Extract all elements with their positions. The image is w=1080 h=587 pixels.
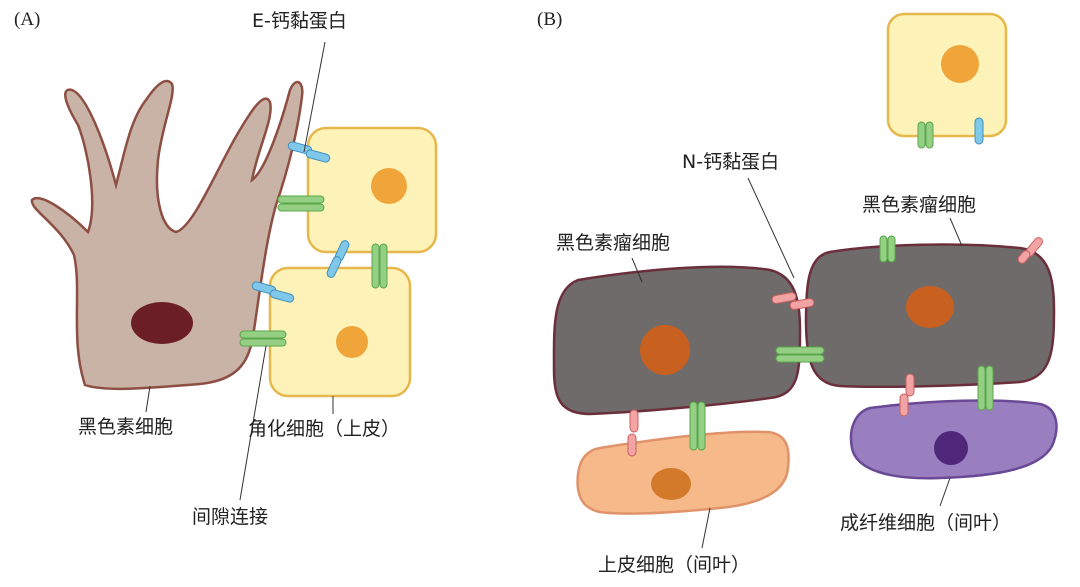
n-cadherin-junction-4 (1017, 237, 1043, 264)
gap-junction-b4 (689, 401, 706, 451)
n-cadherin-junction-1 (771, 292, 815, 310)
e-cadherin-junction-1 (287, 141, 331, 163)
melanoma-nucleus-left (640, 325, 690, 375)
gap-junction-b3 (775, 346, 825, 363)
melanocyte-cell (30, 79, 304, 391)
keratinocyte-nucleus-b (941, 45, 979, 83)
fibroblast-nucleus (934, 431, 968, 465)
n-cadherin-label: N-钙黏蛋白 (682, 151, 780, 173)
melanoma-left-label: 黑色素瘤细胞 (556, 232, 671, 254)
gap-junction-label: 间隙连接 (192, 506, 269, 528)
gap-junction-b1 (917, 121, 934, 149)
melanocyte-nucleus (131, 302, 193, 344)
epithelial-label: 上皮细胞（间叶） (598, 554, 751, 576)
gap-junction-3 (371, 243, 388, 289)
e-cadherin-junction-3 (326, 240, 350, 278)
leader-lines-b (631, 177, 963, 549)
gap-junction-2 (239, 330, 287, 347)
gap-junction-b5 (977, 365, 994, 411)
melanocyte-label: 黑色素细胞 (78, 416, 174, 438)
gap-junction-b2 (879, 235, 896, 263)
panel-a (30, 41, 438, 501)
panel-a-label: (A) (14, 9, 41, 30)
melanoma-nucleus-right (906, 286, 954, 328)
fibroblast-label: 成纤维细胞（间叶） (840, 512, 1012, 534)
gap-junction-1 (277, 195, 325, 212)
panel-b-label: (B) (537, 9, 563, 30)
panel-b (552, 12, 1058, 549)
epithelial-nucleus (651, 468, 691, 500)
n-cadherin-junction-3 (899, 373, 915, 417)
leader-lines-a (145, 41, 334, 501)
e-cadherin-junction-2 (251, 281, 295, 303)
melanoma-right-label: 黑色素瘤细胞 (862, 194, 977, 216)
n-cadherin-junction-2 (627, 409, 639, 457)
e-cadherin-label: E-钙黏蛋白 (252, 10, 347, 32)
keratinocyte-nucleus-top (371, 168, 407, 204)
keratinocyte-label: 角化细胞（上皮） (248, 418, 401, 440)
keratinocyte-nucleus-bottom (336, 326, 368, 358)
e-cadherin-junction-b1 (974, 117, 984, 145)
